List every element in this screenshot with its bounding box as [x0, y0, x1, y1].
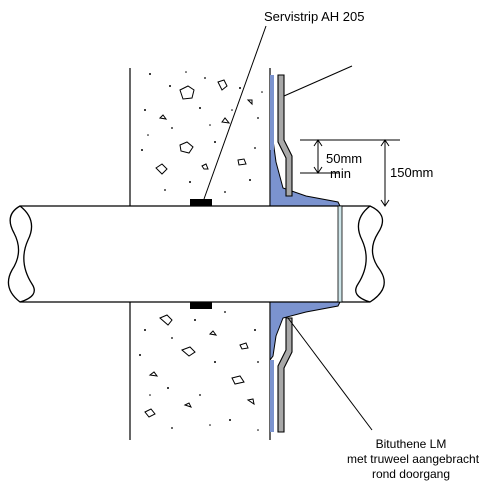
sheet-upper [277, 74, 293, 197]
sealant-strip-lower [270, 360, 274, 432]
bituthene-label-line2: met truweel aangebracht [347, 452, 480, 466]
pipe [7, 205, 385, 303]
dim-outer-value: 150mm [390, 165, 433, 180]
sheet-lower [277, 317, 293, 433]
concrete-texture-upper [155, 79, 253, 175]
concrete-texture-lower [144, 314, 255, 418]
dim-inner-suffix: min [330, 166, 351, 181]
sheet-leader-line [283, 65, 353, 97]
concrete-wall-lower [129, 302, 271, 440]
servistrip-block-bottom [190, 302, 212, 309]
bituthene-leader-line [287, 317, 373, 431]
pipe-break-right [355, 205, 371, 303]
membrane-sheets [277, 74, 293, 433]
bituthene-label-line3: rond doorgang [372, 467, 450, 481]
servistrip-block-top [190, 199, 212, 206]
concrete-wall-upper [129, 68, 271, 206]
pipe-end-seal [337, 205, 343, 303]
pipe-break-left [19, 205, 35, 303]
servistrip-label: Servistrip AH 205 [264, 9, 364, 24]
bituthene-label-line1: Bituthene LM [376, 437, 447, 451]
pipe-body [7, 205, 385, 303]
concrete-dots-upper [141, 71, 263, 193]
servistrip-leader-line [203, 25, 267, 200]
sealant-lower [269, 301, 341, 362]
dimension-lines [300, 139, 400, 207]
concrete-dots-lower [139, 311, 259, 431]
dim-inner-value: 50mm [326, 151, 362, 166]
sealant-strip-upper [270, 75, 274, 150]
